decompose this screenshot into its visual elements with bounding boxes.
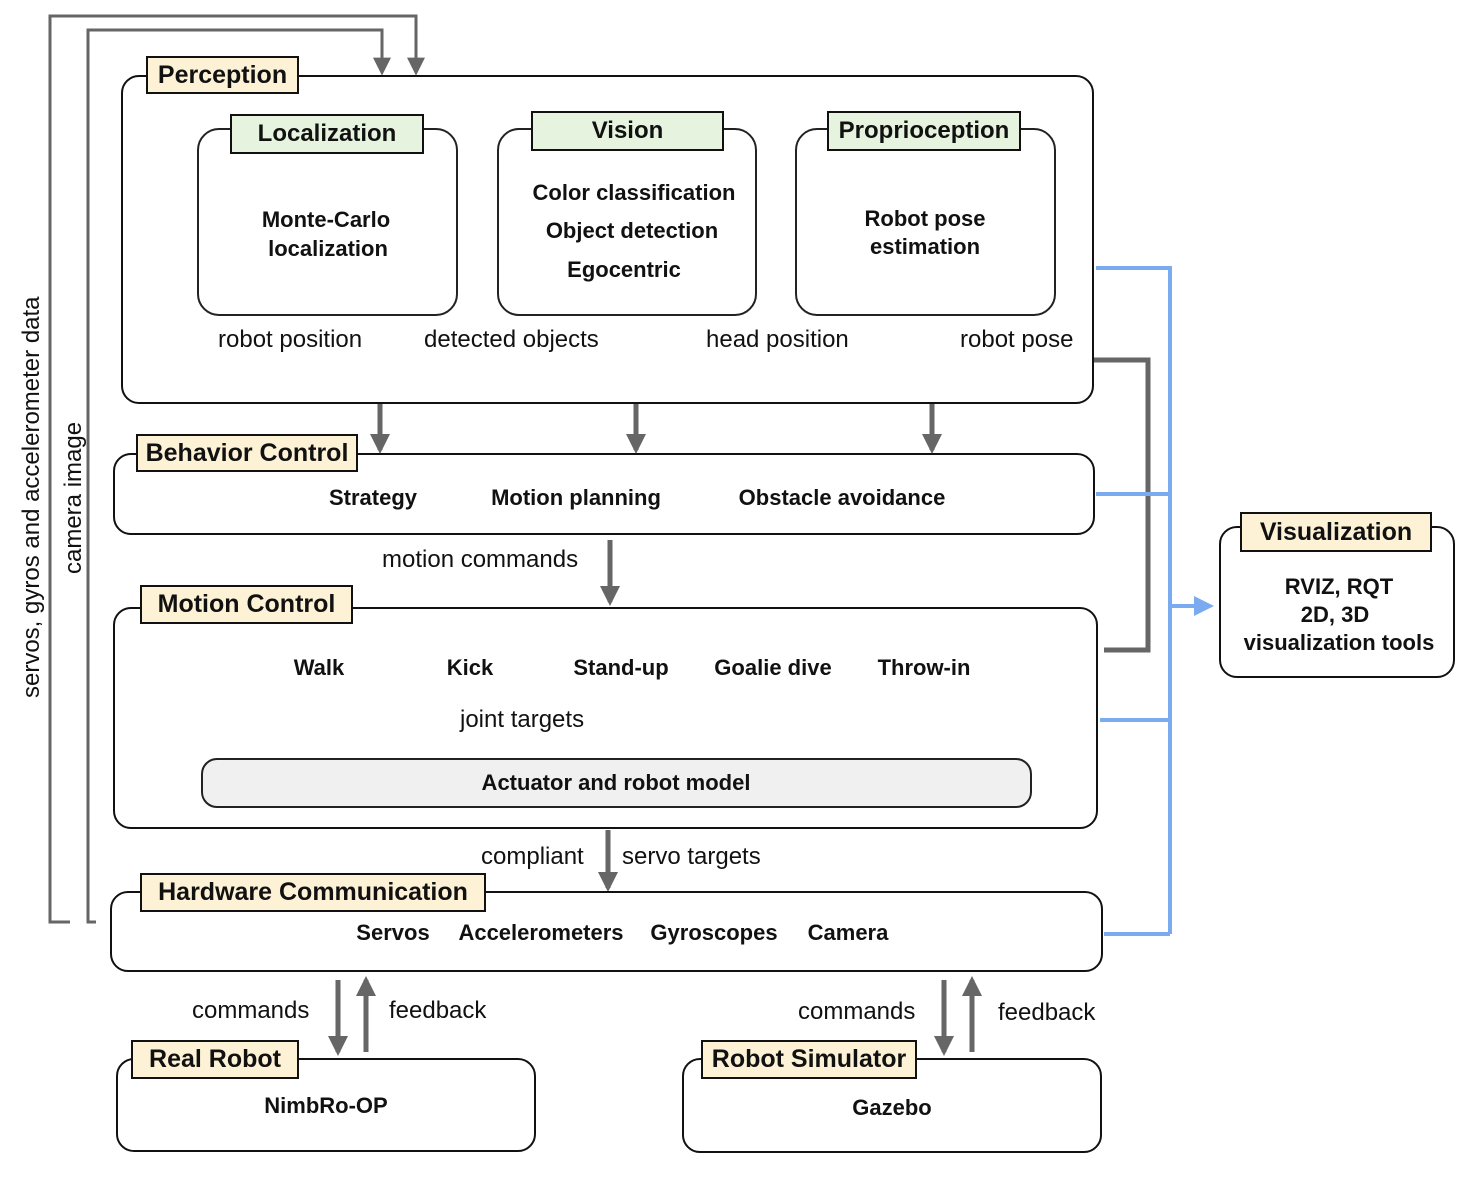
- sensor-data-label: servos, gyros and accelerometer data: [18, 296, 45, 698]
- visualization-title: Visualization: [1240, 512, 1432, 552]
- behavior-item-strategy: Strategy: [328, 485, 418, 510]
- actuator-model-label: Actuator and robot model: [481, 770, 751, 795]
- localization-line2: localization: [268, 236, 388, 261]
- vision-line1: Color classification: [532, 180, 736, 205]
- robot-position-label: robot position: [216, 326, 365, 354]
- localization-title: Localization: [230, 114, 424, 154]
- motion-commands-label: motion commands: [382, 546, 579, 573]
- feedback-real-label: feedback: [389, 997, 487, 1024]
- compliant-label: compliant: [481, 843, 584, 870]
- vision-title: Vision: [531, 111, 724, 151]
- motion-item-walk: Walk: [293, 655, 345, 680]
- behavior-control-title: Behavior Control: [136, 434, 358, 472]
- robot-simulator-content: Gazebo: [852, 1095, 932, 1120]
- commands-real-label: commands: [192, 997, 310, 1024]
- camera-image-arrow: [86, 28, 391, 924]
- hardware-item-gyroscopes: Gyroscopes: [650, 920, 778, 945]
- actuator-model-box: [201, 758, 1032, 808]
- hardware-item-accelerometers: Accelerometers: [458, 920, 624, 945]
- robot-simulator-title: Robot Simulator: [701, 1040, 917, 1079]
- vision-line3: Egocentric: [567, 257, 681, 282]
- visualization-line2: 2D, 3D: [1300, 602, 1370, 627]
- motion-item-kick: Kick: [446, 655, 494, 680]
- real-robot-content: NimbRo-OP: [264, 1093, 388, 1118]
- motion-control-title: Motion Control: [140, 585, 353, 624]
- camera-image-label: camera image: [60, 421, 87, 574]
- behavior-item-motion-planning: Motion planning: [491, 485, 661, 510]
- hardware-communication-title: Hardware Communication: [140, 873, 486, 912]
- joint-targets-label: joint targets: [460, 706, 585, 733]
- detected-objects-label: detected objects: [422, 326, 601, 354]
- proprioception-line2: estimation: [869, 234, 981, 259]
- motion-item-goalie-dive: Goalie dive: [714, 655, 832, 680]
- visualization-line3: visualization tools: [1243, 630, 1435, 655]
- head-position-label: head position: [704, 326, 851, 354]
- proprioception-line1: Robot pose: [864, 206, 986, 231]
- motion-item-stand-up: Stand-up: [573, 655, 669, 680]
- vision-line2: Object detection: [545, 218, 719, 243]
- feedback-sim-label: feedback: [998, 999, 1096, 1026]
- servo-targets-label: servo targets: [622, 843, 761, 870]
- commands-sim-label: commands: [798, 998, 916, 1025]
- perception-title: Perception: [146, 56, 299, 94]
- motion-item-throw-in: Throw-in: [877, 655, 971, 680]
- visualization-bus: [1096, 266, 1172, 936]
- visualization-line1: RVIZ, RQT: [1284, 574, 1394, 599]
- proprioception-title: Proprioception: [827, 111, 1021, 151]
- sensor-data-arrow: [48, 14, 425, 924]
- localization-line1: Monte-Carlo: [261, 207, 391, 232]
- hardware-item-camera: Camera: [807, 920, 889, 945]
- vision-box: [497, 128, 757, 316]
- robot-pose-label: robot pose: [958, 326, 1076, 354]
- real-robot-title: Real Robot: [131, 1040, 299, 1079]
- hardware-item-servos: Servos: [356, 920, 430, 945]
- behavior-item-obstacle-avoidance: Obstacle avoidance: [738, 485, 946, 510]
